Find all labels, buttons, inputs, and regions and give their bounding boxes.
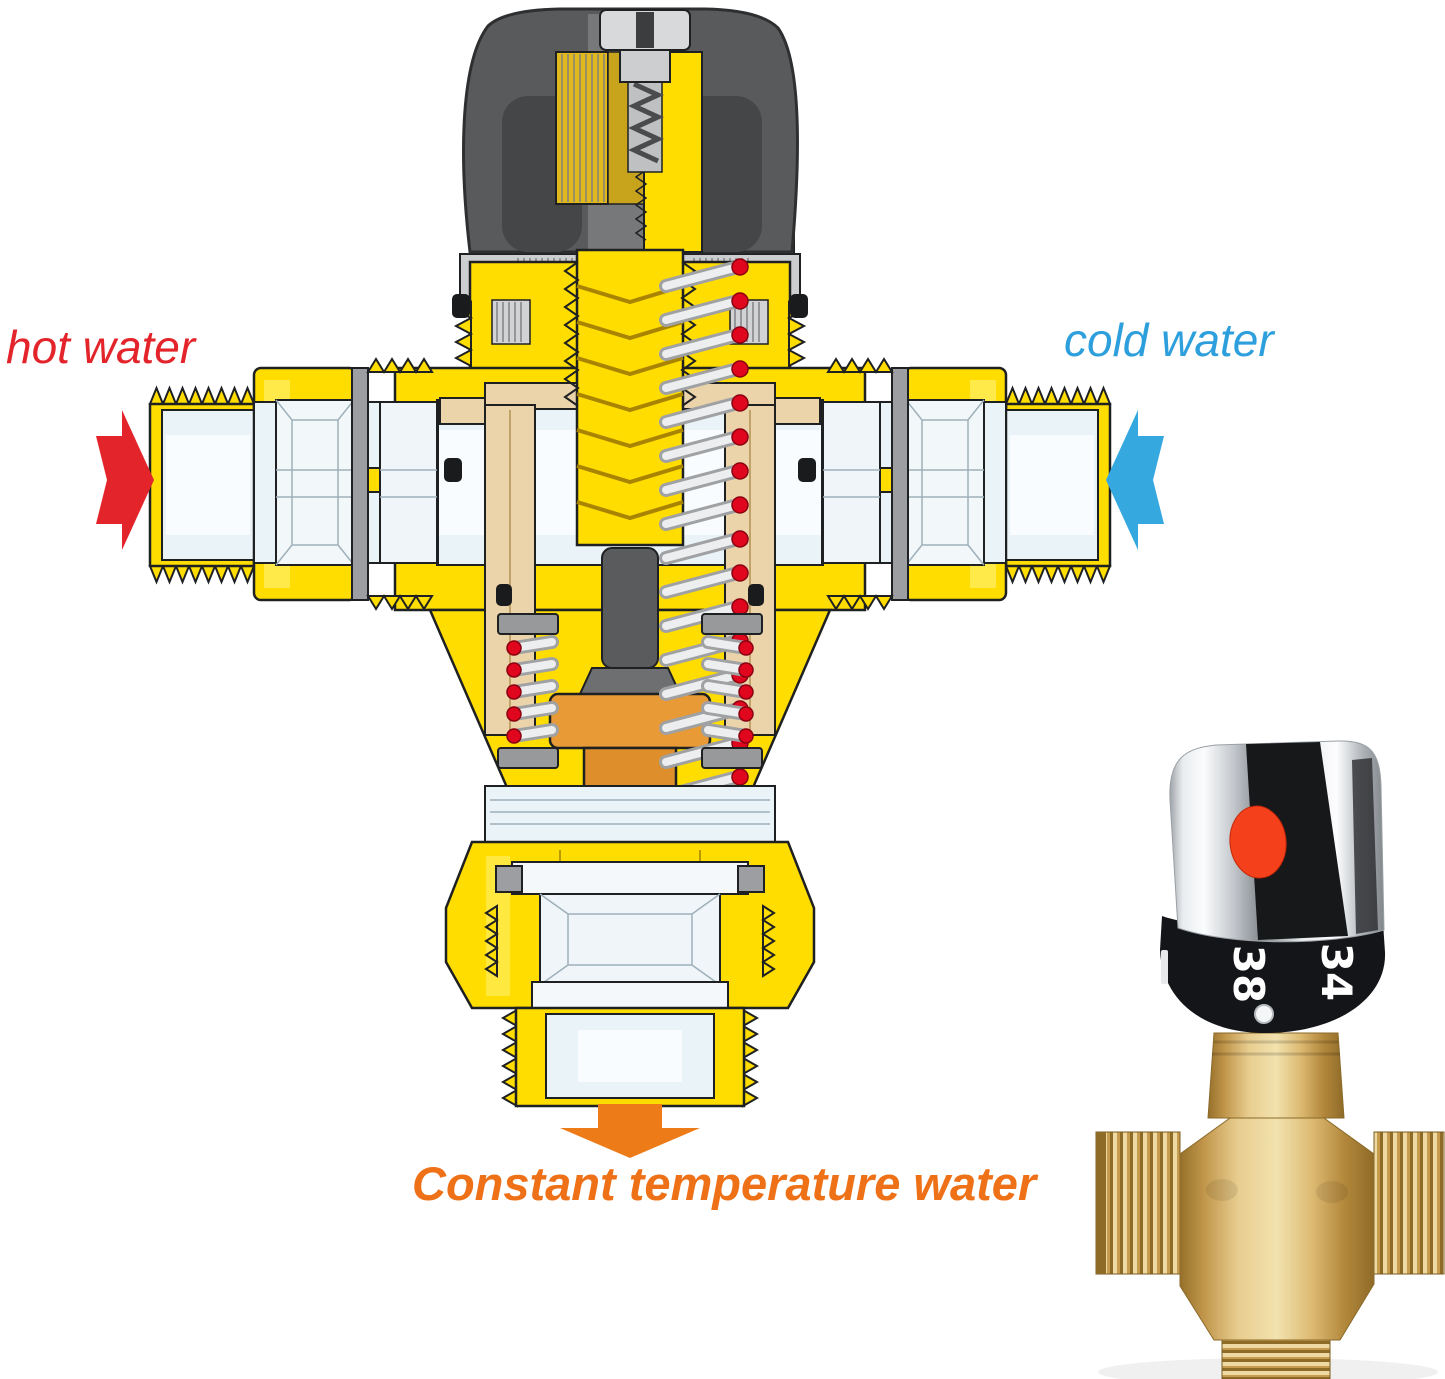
stem-and-piston	[548, 547, 712, 820]
constant-temperature-water-label: Constant temperature water	[412, 1157, 1037, 1210]
stem	[601, 547, 659, 669]
cartridge	[439, 382, 821, 736]
dial-number-38: 38	[1224, 945, 1273, 1003]
tail-thread-bottom	[366, 594, 434, 611]
tail-thread-top	[366, 357, 434, 374]
outlet-sleeve	[539, 893, 721, 986]
adjustment-screw	[599, 9, 691, 173]
brass-thread-bottom	[1221, 1339, 1331, 1379]
o-ring	[790, 294, 808, 318]
outlet-port	[444, 785, 816, 1108]
knob-cap	[462, 7, 799, 254]
outlet-gasket-right	[737, 865, 765, 893]
o-ring	[496, 584, 512, 606]
o-ring	[798, 458, 816, 482]
pipe-thread-bottom	[148, 563, 256, 585]
brass-thread-right	[1373, 1131, 1445, 1275]
hot-water-label: hot water	[6, 321, 196, 373]
dial-number-34: 34	[1312, 943, 1361, 1001]
cold-water-label: cold water	[1064, 314, 1274, 366]
o-ring	[452, 294, 470, 318]
return-spring-left	[497, 613, 559, 769]
thermostat-element	[563, 248, 697, 547]
brass-neck	[1207, 1032, 1345, 1119]
dial-partial-mark	[1161, 950, 1168, 984]
union-gasket	[351, 367, 369, 601]
brass-thread-left	[1095, 1131, 1181, 1275]
o-ring	[444, 458, 462, 482]
tailpiece	[379, 401, 438, 564]
product-photo: 38 34	[1095, 740, 1445, 1379]
union-sleeve	[275, 399, 355, 566]
indicator-dot	[1254, 1004, 1274, 1024]
return-spring-right	[701, 613, 763, 769]
outlet-thread-right	[740, 1008, 760, 1108]
hot-inlet-arrow-icon	[96, 410, 154, 550]
brass-body	[1179, 1117, 1375, 1341]
outlet-arrow-icon	[560, 1104, 700, 1158]
knurled-spindle	[555, 51, 609, 205]
hot-inlet-port	[148, 357, 439, 611]
outlet-gasket-left	[495, 865, 523, 893]
outlet-thread-left	[500, 1008, 520, 1108]
pipe-thread-top	[148, 385, 256, 407]
screw-slot	[636, 12, 654, 48]
handle-black-insert	[1246, 742, 1348, 940]
cold-inlet-arrow-icon	[1106, 410, 1164, 550]
o-ring	[748, 584, 764, 606]
red-button	[1229, 805, 1287, 879]
